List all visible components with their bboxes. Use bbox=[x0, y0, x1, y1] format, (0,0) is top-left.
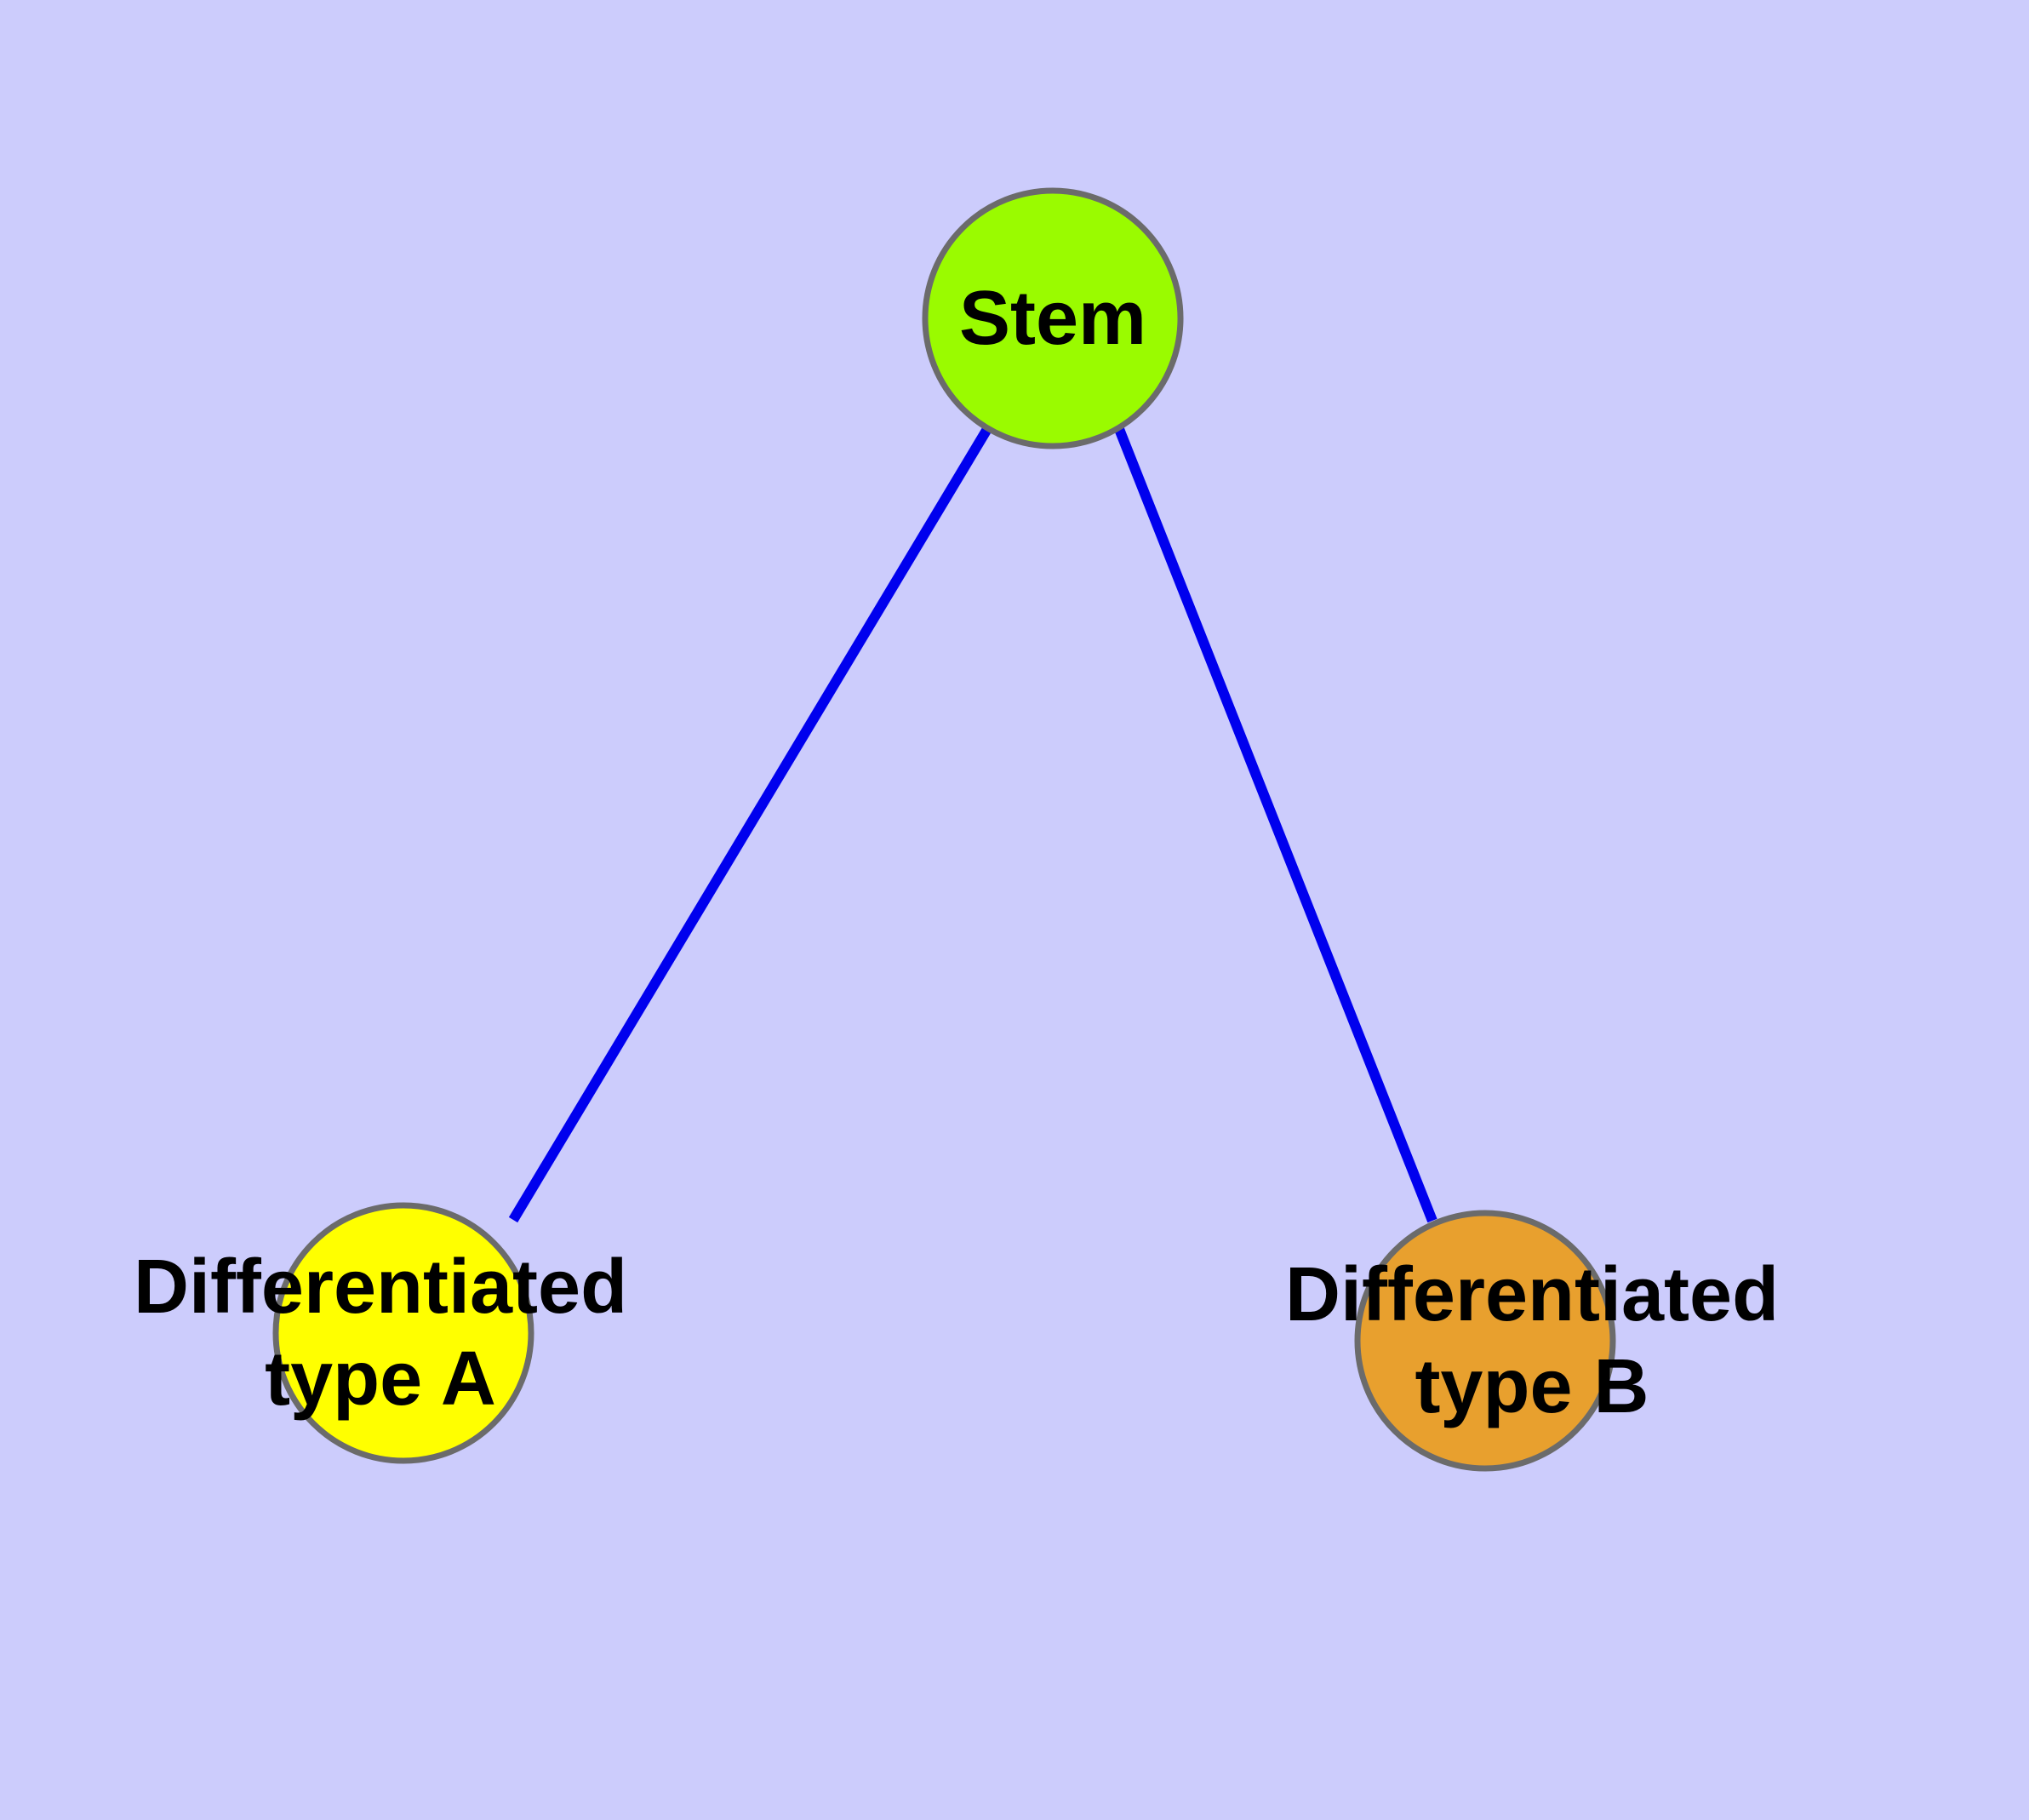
edges-layer bbox=[508, 426, 1437, 1223]
graph-node-stem[interactable] bbox=[922, 187, 1184, 449]
nodes-layer bbox=[272, 187, 1616, 1472]
graph-edge-stem-to-diff-a[interactable] bbox=[508, 426, 992, 1223]
graph-node-diff-b[interactable] bbox=[1354, 1210, 1616, 1472]
graph-node-diff-a[interactable] bbox=[272, 1202, 534, 1464]
graph-edge-stem-to-diff-b[interactable] bbox=[1114, 426, 1437, 1223]
